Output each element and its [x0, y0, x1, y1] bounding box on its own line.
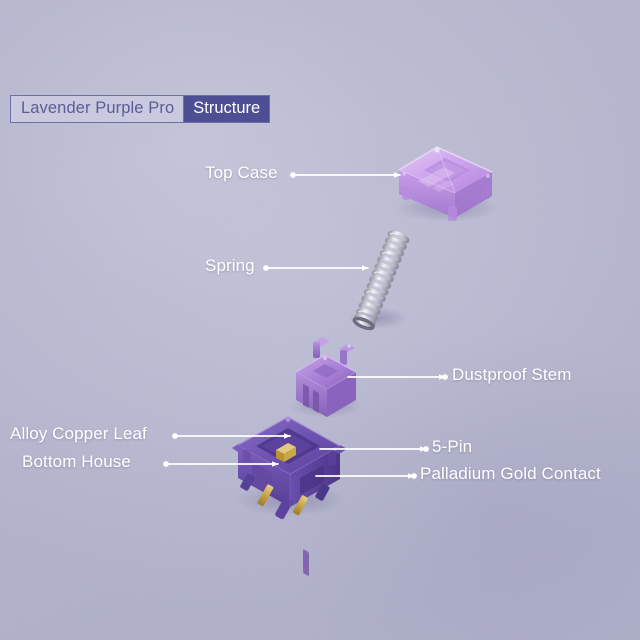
product-name-label: Lavender Purple Pro — [11, 96, 184, 122]
callout-label-palladium-gold-contact: Palladium Gold Contact — [420, 464, 601, 483]
callout-label-alloy-copper-leaf: Alloy Copper Leaf — [10, 424, 147, 443]
callout-label-top-case: Top Case — [205, 163, 278, 182]
part-bottom-house — [232, 416, 347, 520]
callout-label-five-pin: 5-Pin — [432, 437, 473, 456]
callout-label-bottom-house: Bottom House — [22, 452, 131, 471]
title-banner: Lavender Purple Pro Structure — [10, 95, 271, 123]
callout-label-spring: Spring — [205, 256, 255, 275]
callout-label-dustproof-stem: Dustproof Stem — [452, 365, 572, 384]
part-top-case — [398, 146, 493, 221]
part-dustproof-stem — [295, 337, 357, 576]
part-palladium-gold-contact — [276, 443, 296, 462]
part-five-pin — [240, 473, 330, 520]
part-spring — [352, 230, 410, 331]
section-name-label: Structure — [183, 96, 270, 122]
